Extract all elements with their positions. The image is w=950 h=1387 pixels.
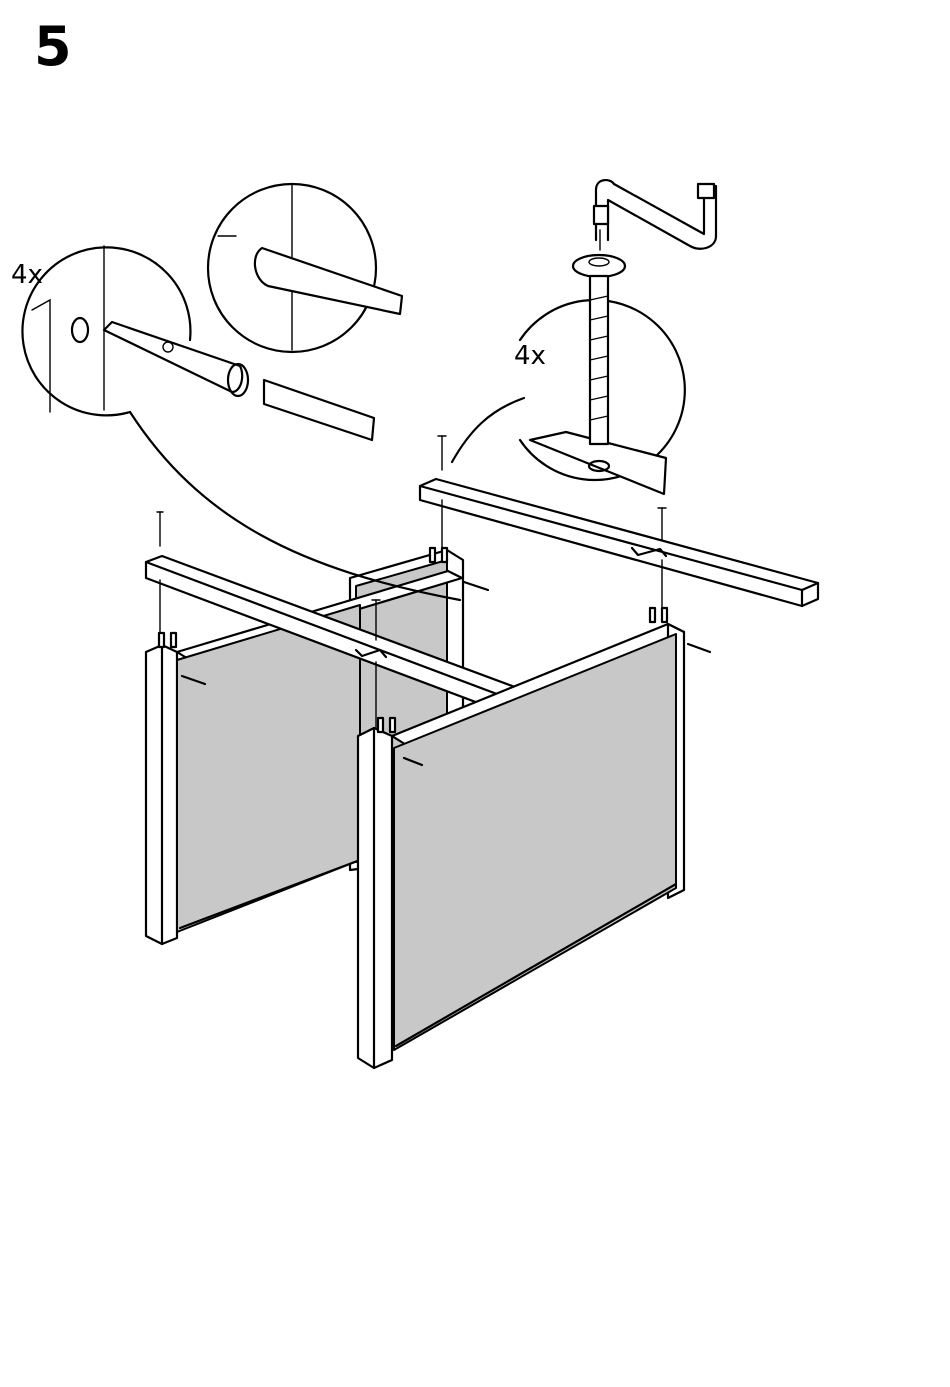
screwdriver-detail-circle [208, 184, 402, 440]
bolt-detail-circle [452, 180, 716, 494]
